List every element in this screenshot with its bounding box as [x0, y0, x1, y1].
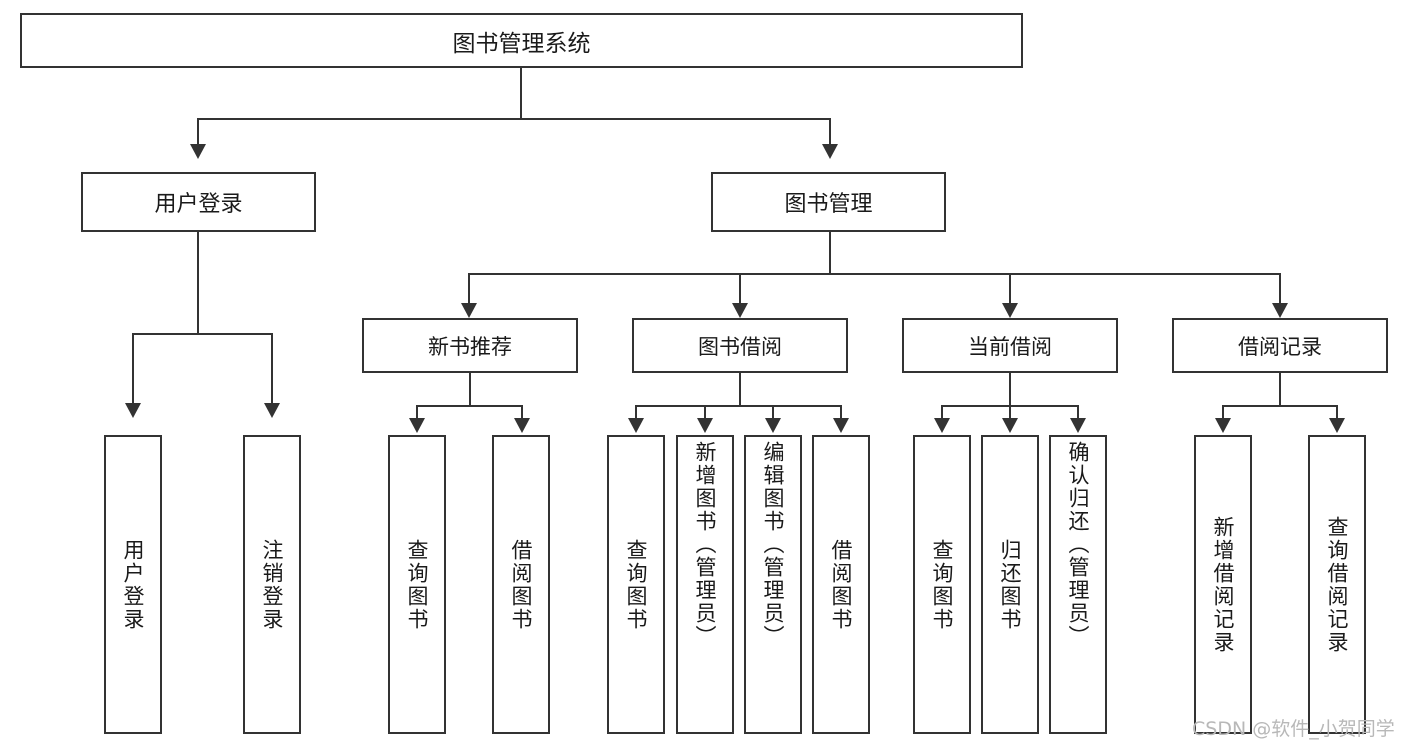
node-label: 图书管理 [784, 192, 873, 217]
arrow-new-book-to-leaf-2 [514, 418, 530, 433]
connector-user-login-to-leaf-2 [271, 333, 273, 405]
arrow-root-to-book-mgmt [822, 144, 838, 159]
csdn-watermark: CSDN @软件_小贺同学 [1192, 718, 1395, 740]
node-label: 当前借阅 [968, 334, 1052, 359]
connector-current-borrow-to-leaf-1 [941, 405, 943, 419]
connector-new-book-bus [416, 405, 523, 407]
leaf-label: 注销登录 [260, 538, 285, 631]
leaf-label: 归还图书 [998, 538, 1023, 631]
arrow-book-mgmt-to-new-book [461, 303, 477, 318]
arrow-root-to-user-login [190, 144, 206, 159]
connector-user-login-stem [197, 232, 199, 333]
arrow-user-login-to-leaf-1 [125, 403, 141, 418]
connector-new-book-stem [469, 373, 471, 405]
leaf-borrow-record-add-record[interactable]: 新增借阅记录 [1194, 435, 1252, 734]
arrow-book-mgmt-to-current-borrow [1002, 303, 1018, 318]
connector-borrow-record-stem [1279, 373, 1281, 405]
arrow-new-book-to-leaf-1 [409, 418, 425, 433]
node-borrow-record[interactable]: 借阅记录 [1172, 318, 1388, 373]
arrow-current-borrow-to-leaf-3 [1070, 418, 1086, 433]
leaf-book-borrow-borrow-book[interactable]: 借阅图书 [812, 435, 870, 734]
node-root-library-system[interactable]: 图书管理系统 [20, 13, 1023, 68]
arrow-current-borrow-to-leaf-2 [1002, 418, 1018, 433]
connector-borrow-record-to-leaf-1 [1222, 405, 1224, 419]
connector-user-login-bus [132, 333, 272, 335]
connector-root-to-book-mgmt [829, 118, 831, 146]
node-user-login[interactable]: 用户登录 [81, 172, 316, 232]
connector-book-mgmt-to-new-book [468, 273, 470, 305]
leaf-label: 编辑图书（管理员） [761, 441, 786, 648]
connector-book-mgmt-stem [829, 232, 831, 273]
connector-root-bus [197, 118, 831, 120]
connector-current-borrow-to-leaf-2 [1009, 405, 1011, 419]
arrow-user-login-to-leaf-2 [264, 403, 280, 418]
connector-book-mgmt-to-borrow-record [1279, 273, 1281, 305]
leaf-label: 确认归还（管理员） [1066, 441, 1091, 648]
arrow-book-mgmt-to-book-borrow [732, 303, 748, 318]
connector-borrow-record-to-leaf-2 [1336, 405, 1338, 419]
connector-new-book-to-leaf-2 [521, 405, 523, 419]
leaf-label: 新增图书（管理员） [693, 441, 718, 648]
node-label: 图书借阅 [698, 334, 782, 359]
leaf-label: 新增借阅记录 [1211, 515, 1236, 654]
leaf-user-login-login[interactable]: 用户登录 [104, 435, 162, 734]
connector-root-to-user-login [197, 118, 199, 146]
node-label: 图书管理系统 [452, 30, 591, 57]
arrow-book-borrow-to-leaf-2 [697, 418, 713, 433]
node-label: 借阅记录 [1238, 334, 1322, 359]
connector-current-borrow-stem [1009, 373, 1011, 405]
arrow-book-borrow-to-leaf-1 [628, 418, 644, 433]
leaf-label: 查询借阅记录 [1325, 515, 1350, 654]
connector-book-mgmt-to-book-borrow [739, 273, 741, 305]
leaf-book-borrow-edit-book-admin[interactable]: 编辑图书（管理员） [744, 435, 802, 734]
leaf-label: 查询图书 [405, 538, 430, 631]
connector-root-stem [520, 68, 522, 118]
connector-book-borrow-to-leaf-2 [704, 405, 706, 419]
node-book-management[interactable]: 图书管理 [711, 172, 946, 232]
leaf-label: 借阅图书 [509, 538, 534, 631]
arrow-book-mgmt-to-borrow-record [1272, 303, 1288, 318]
connector-book-borrow-to-leaf-1 [635, 405, 637, 419]
leaf-current-borrow-return-book[interactable]: 归还图书 [981, 435, 1039, 734]
node-book-borrow[interactable]: 图书借阅 [632, 318, 848, 373]
arrow-current-borrow-to-leaf-1 [934, 418, 950, 433]
arrow-book-borrow-to-leaf-3 [765, 418, 781, 433]
leaf-current-borrow-query-book[interactable]: 查询图书 [913, 435, 971, 734]
leaf-book-borrow-query-book[interactable]: 查询图书 [607, 435, 665, 734]
leaf-label: 借阅图书 [829, 538, 854, 631]
connector-borrow-record-bus [1222, 405, 1337, 407]
node-label: 新书推荐 [428, 334, 512, 359]
connector-user-login-to-leaf-1 [132, 333, 134, 405]
connector-book-mgmt-bus [468, 273, 1280, 275]
connector-book-borrow-to-leaf-4 [840, 405, 842, 419]
leaf-label: 用户登录 [121, 538, 146, 631]
leaf-label: 查询图书 [930, 538, 955, 631]
leaf-label: 查询图书 [624, 538, 649, 631]
node-current-borrow[interactable]: 当前借阅 [902, 318, 1118, 373]
leaf-current-borrow-confirm-return-admin[interactable]: 确认归还（管理员） [1049, 435, 1107, 734]
connector-book-borrow-stem [739, 373, 741, 405]
node-new-book-recommend[interactable]: 新书推荐 [362, 318, 578, 373]
leaf-book-borrow-add-book-admin[interactable]: 新增图书（管理员） [676, 435, 734, 734]
node-label: 用户登录 [154, 192, 243, 217]
leaf-borrow-record-query-record[interactable]: 查询借阅记录 [1308, 435, 1366, 734]
arrow-borrow-record-to-leaf-1 [1215, 418, 1231, 433]
connector-book-mgmt-to-current-borrow [1009, 273, 1011, 305]
leaf-new-book-borrow-book[interactable]: 借阅图书 [492, 435, 550, 734]
arrow-borrow-record-to-leaf-2 [1329, 418, 1345, 433]
connector-current-borrow-to-leaf-3 [1077, 405, 1079, 419]
connector-book-borrow-to-leaf-3 [772, 405, 774, 419]
leaf-user-login-logout[interactable]: 注销登录 [243, 435, 301, 734]
leaf-new-book-query-book[interactable]: 查询图书 [388, 435, 446, 734]
connector-new-book-to-leaf-1 [416, 405, 418, 419]
arrow-book-borrow-to-leaf-4 [833, 418, 849, 433]
connector-book-borrow-bus [635, 405, 842, 407]
